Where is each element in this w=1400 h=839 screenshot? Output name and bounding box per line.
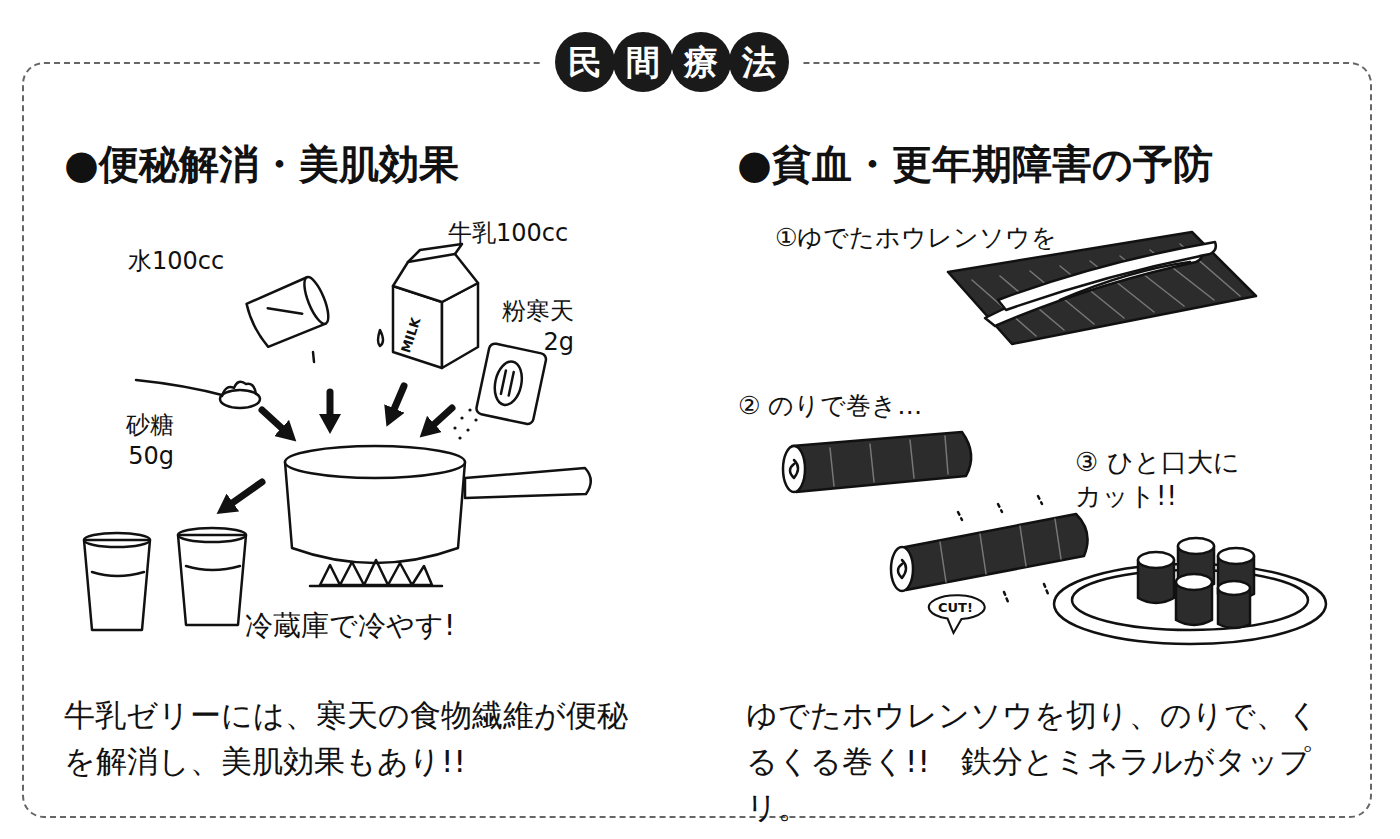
dashed-frame: ●便秘解消・美肌効果牛乳ゼリーには、寒天の食物繊維が便秘を解消し、美肌効果もあり… <box>22 62 1372 818</box>
speech-bubble: CUT! <box>926 594 985 625</box>
bubble-text-wrap: CUT! <box>926 594 985 625</box>
powder-dots <box>453 408 477 439</box>
drop <box>313 352 314 362</box>
measuring-cup <box>245 274 334 349</box>
section-body: 牛乳ゼリーには、寒天の食物繊維が便秘を解消し、美肌効果もあり!! <box>64 692 636 784</box>
section-heading: ●貧血・更年期障害の予防 <box>737 138 1357 190</box>
agar-package <box>475 343 547 425</box>
pot <box>285 446 591 586</box>
title-text: 民間療法 <box>568 42 800 82</box>
ingredient-label: 牛乳100cc <box>448 218 568 249</box>
bubble-text: CUT! <box>938 600 973 615</box>
bubble-shape <box>929 595 985 633</box>
ingredient-label: 水100cc <box>128 246 224 277</box>
ingredient-label: 砂糖 50g <box>100 410 174 472</box>
milk-carton <box>378 244 478 368</box>
ingredient-label: 粉寒天 2g <box>490 296 574 358</box>
sugar-spoon <box>136 380 260 408</box>
step-label: ② のりで巻き… <box>738 390 922 423</box>
nori-roll <box>783 432 971 492</box>
section-heading: ●便秘解消・美肌効果 <box>64 138 704 190</box>
section-body: ゆでたホウレンソウを切り、のりで、くるくる巻く!! 鉄分とミネラルがタップリ。 <box>746 692 1342 830</box>
step-label: ①ゆでたホウレンソウを <box>775 222 1057 255</box>
step-label: ③ ひと口大に カット!! <box>1075 446 1265 514</box>
cups <box>84 528 246 630</box>
step-note: 冷蔵庫で冷やす! <box>245 608 455 644</box>
roll-pieces <box>1138 538 1254 628</box>
plate <box>1054 564 1326 644</box>
